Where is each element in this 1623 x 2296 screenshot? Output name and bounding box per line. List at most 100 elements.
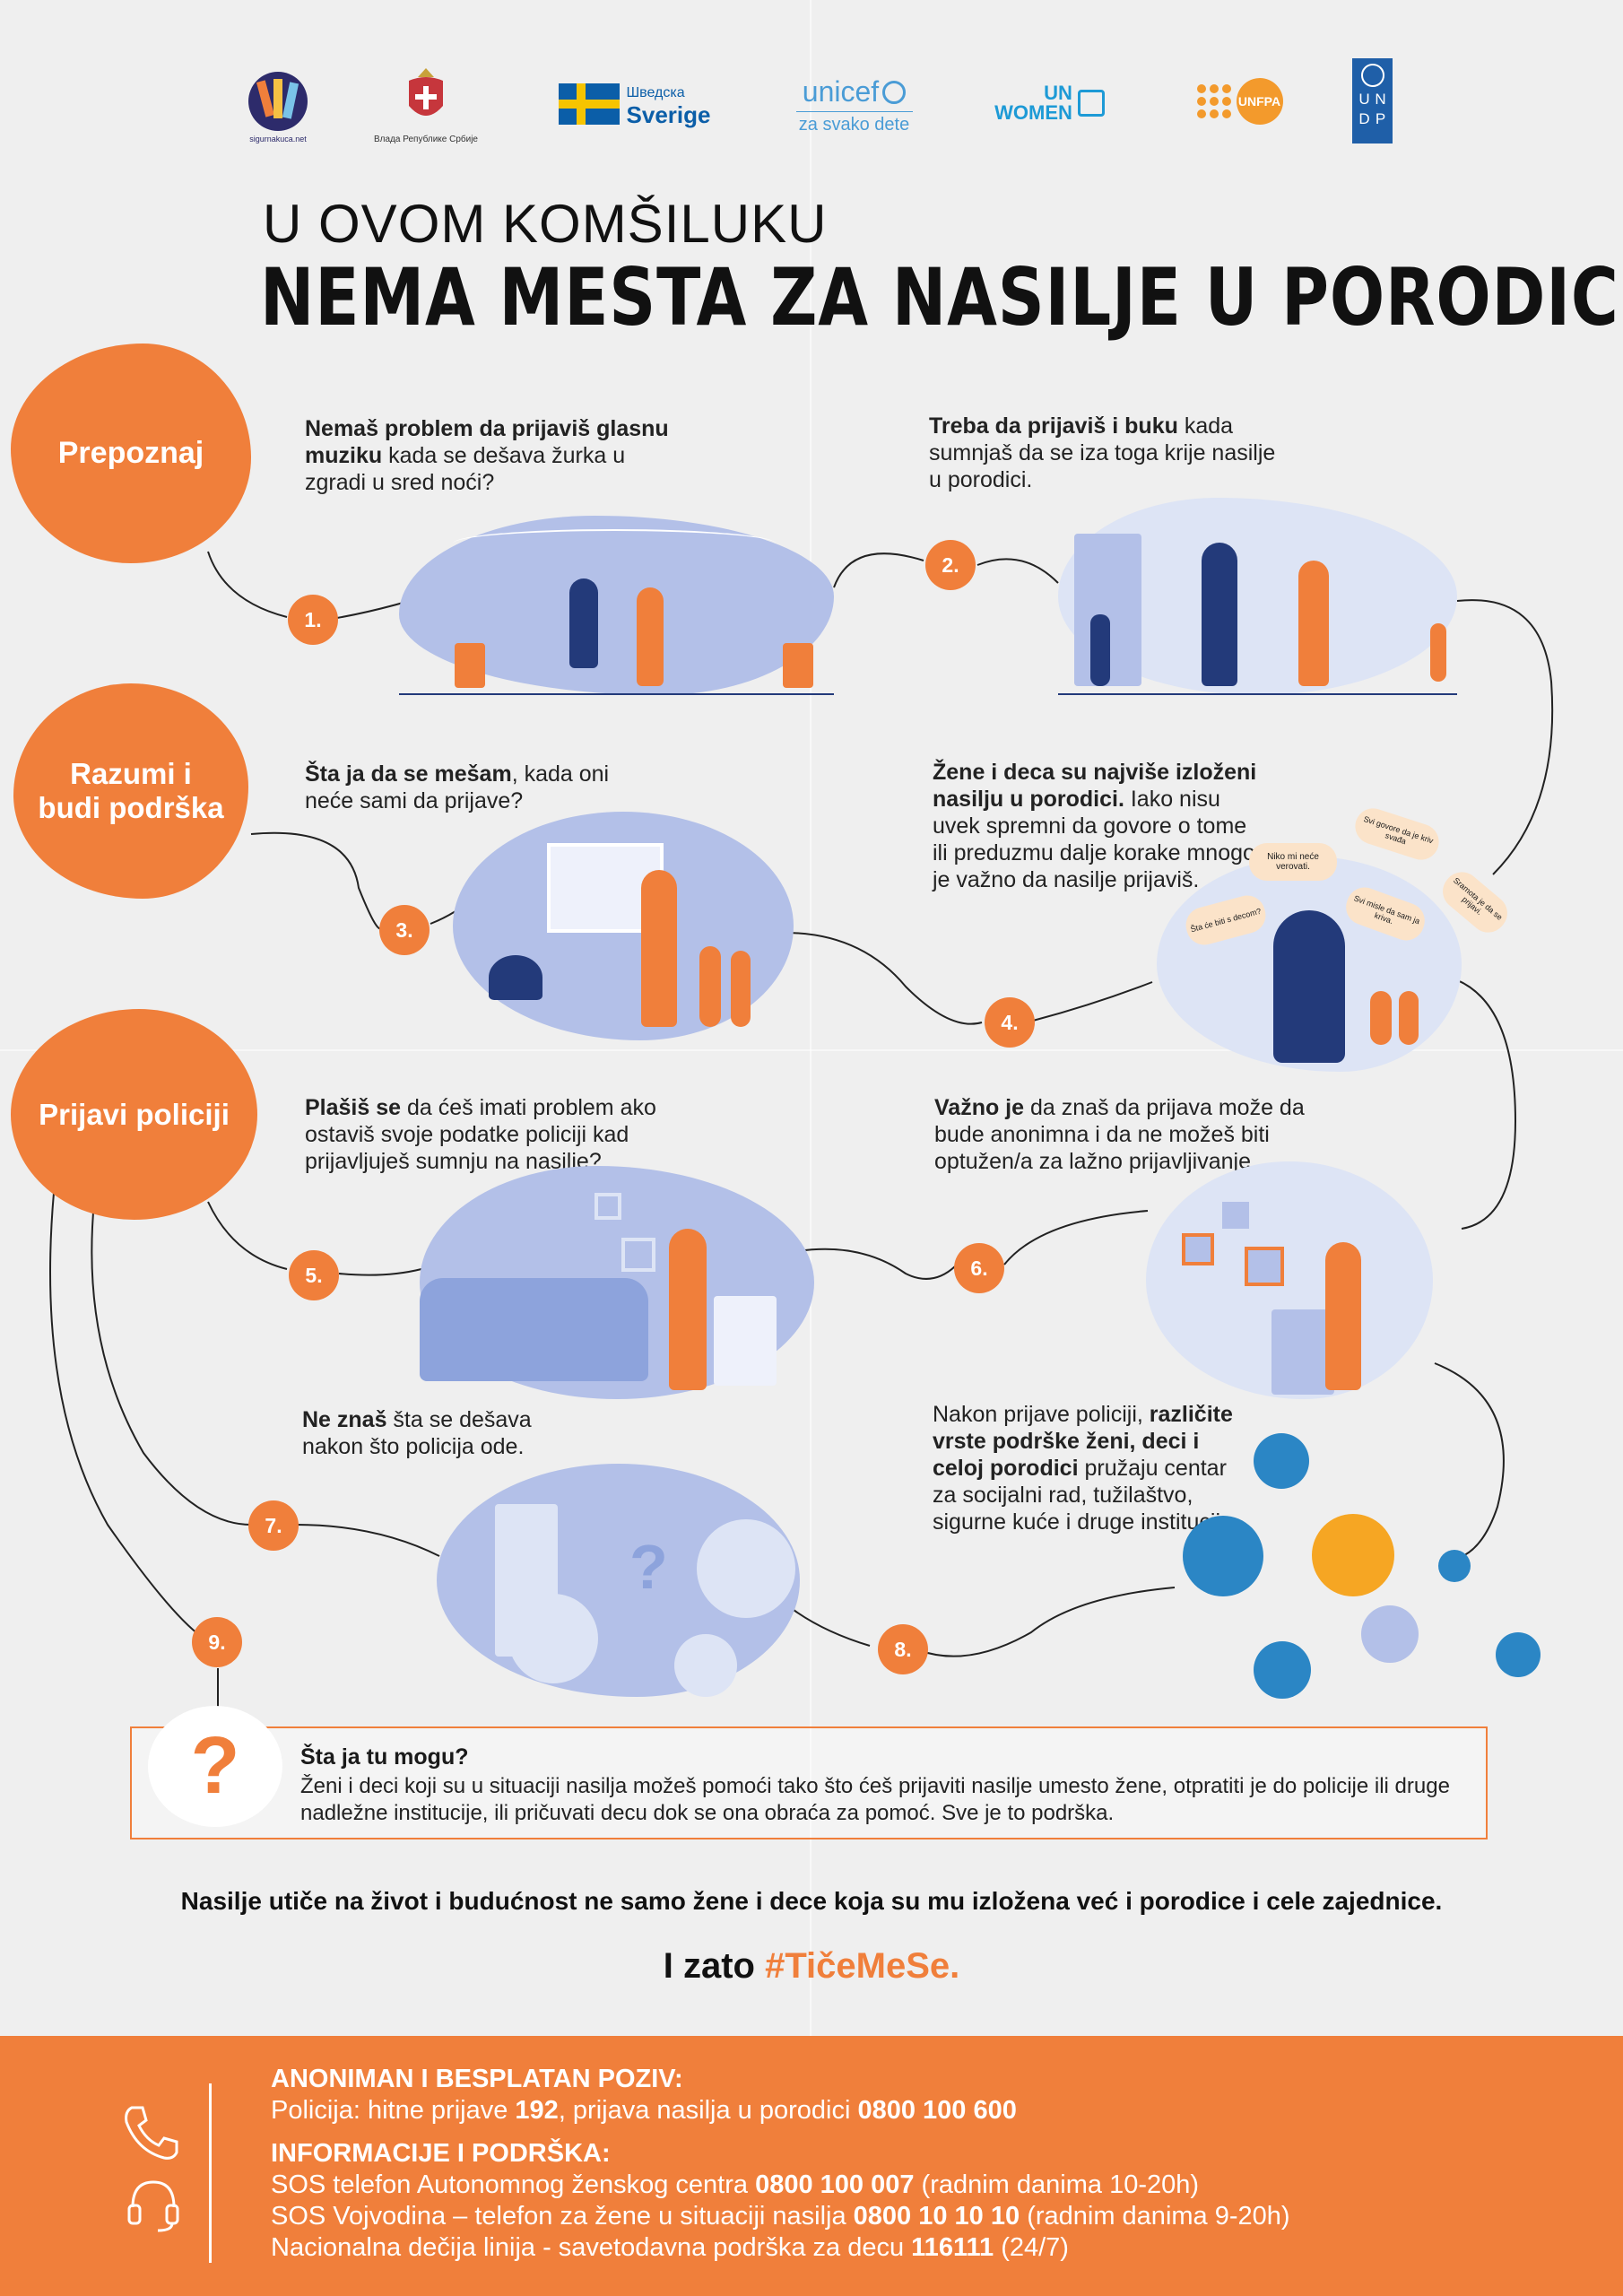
line-7-to-scene7 bbox=[295, 1524, 440, 1557]
step-3-rest: , kada oni neće sami da prijave? bbox=[305, 761, 610, 813]
page-title: NEMA MESTA ZA NASILJE U PORODICI bbox=[260, 251, 1623, 344]
statement-text: Nasilje utiče na život i budućnost ne sa… bbox=[180, 1887, 1443, 1915]
step-number-badge: 3. bbox=[379, 905, 430, 955]
step-1-rest: kada se dešava žurka u zgradi u sred noć… bbox=[305, 443, 626, 495]
step-5-text: Plašiš se da ćeš imati problem ako ostav… bbox=[305, 1094, 686, 1175]
picture-frame-icon bbox=[1222, 1202, 1249, 1229]
police-officer-avatar bbox=[508, 1594, 598, 1683]
section-report-label: Prijavi policiji bbox=[39, 1097, 230, 1131]
section-recognize-label: Prepoznaj bbox=[57, 436, 204, 470]
picture-frame-icon bbox=[1245, 1247, 1284, 1286]
police-emergency-number[interactable]: 192 bbox=[515, 2096, 559, 2125]
step-3-text: Šta ja da se mešam, kada oni neće sami d… bbox=[305, 761, 637, 814]
footer-sos2-post: (radnim danima 9-20h) bbox=[1020, 2202, 1290, 2231]
step-number-badge: 7. bbox=[248, 1500, 299, 1551]
family-avatar bbox=[1361, 1605, 1419, 1663]
child-helpline-number[interactable]: 116111 bbox=[911, 2233, 994, 2262]
step-7-bold: Ne znaš bbox=[302, 1407, 387, 1432]
child-figure bbox=[1090, 614, 1110, 686]
footer-heading-info: INFORMACIJE I PODRŠKA: bbox=[271, 2139, 611, 2168]
man-figure bbox=[1325, 1242, 1361, 1390]
child-figure bbox=[1399, 991, 1419, 1045]
speech-bubble: Niko mi neće verovati. bbox=[1249, 843, 1337, 881]
step-number: 3. bbox=[395, 918, 413, 942]
swedish-flag-icon bbox=[558, 83, 620, 125]
un-emblem-icon bbox=[1077, 90, 1105, 117]
woman-figure bbox=[1273, 910, 1345, 1063]
undp-logo: U N D P bbox=[1352, 58, 1393, 144]
paper-fold-horizontal bbox=[0, 1049, 1623, 1051]
speaker-icon bbox=[455, 643, 485, 688]
step-2-rest: kada sumnjaš da se iza toga krije nasilj… bbox=[929, 413, 1276, 492]
coat-of-arms-icon bbox=[409, 68, 443, 116]
step-number: 1. bbox=[304, 607, 322, 631]
step-number: 4. bbox=[1001, 1010, 1019, 1034]
hashtag-line: I zato #TičeMeSe. bbox=[0, 1946, 1623, 1987]
police-domestic-violence-number[interactable]: 0800 100 600 bbox=[857, 2096, 1017, 2125]
unfpa-dots-icon bbox=[1196, 83, 1231, 118]
child-figure bbox=[1370, 991, 1392, 1045]
cabinet-icon bbox=[714, 1296, 777, 1386]
step-number: 7. bbox=[265, 1513, 282, 1537]
question-mark: ? bbox=[190, 1721, 240, 1811]
office-avatar bbox=[1254, 1641, 1311, 1699]
step-5-bold: Plašiš se bbox=[305, 1095, 402, 1120]
sos-womens-center-number[interactable]: 0800 100 007 bbox=[755, 2170, 915, 2199]
illustration-phone-call bbox=[420, 1166, 814, 1399]
unwomen-text-un: UN bbox=[1044, 82, 1072, 104]
step-4-text: Žene i deca su najviše izloženi nasilju … bbox=[933, 759, 1260, 893]
hashtag: #TičeMeSe. bbox=[765, 1946, 960, 1986]
footer-child-post: (24/7) bbox=[994, 2233, 1069, 2262]
section-recognize: Prepoznaj bbox=[11, 344, 251, 563]
hashtag-prefix: I zato bbox=[663, 1946, 766, 1986]
unwomen-text-women: WOMEN bbox=[994, 101, 1072, 124]
line-support-to-3 bbox=[250, 831, 382, 930]
speaker-icon bbox=[783, 643, 813, 688]
line-scene5-to-6 bbox=[797, 1248, 956, 1280]
unicef-globe-icon bbox=[882, 80, 907, 104]
undp-letter-n: N bbox=[1375, 91, 1386, 108]
footer-sos2-line: SOS Vojvodina – telefon za žene u situac… bbox=[271, 2202, 1290, 2231]
footer-child-pre: Nacionalna dečija linija - savetodavna p… bbox=[271, 2233, 912, 2262]
footer-divider bbox=[209, 2083, 212, 2263]
hand-icon bbox=[248, 72, 308, 131]
phone-contact-icon bbox=[1438, 1550, 1471, 1582]
line-report-to-5 bbox=[207, 1201, 288, 1270]
phone-icon bbox=[125, 2106, 178, 2160]
unicef-text: unicef bbox=[802, 75, 880, 108]
section-support-label-line2: budi podrška bbox=[38, 791, 224, 824]
undp-letter-p: P bbox=[1375, 110, 1386, 127]
step-8-rest: pružaju centar za socijalni rad, tužilaš… bbox=[933, 1456, 1239, 1535]
man-figure bbox=[1202, 543, 1237, 686]
undp-letter-d: D bbox=[1358, 110, 1370, 127]
step-2-text: Treba da prijaviš i buku kada sumnjaš da… bbox=[929, 413, 1283, 493]
page-subtitle: U OVOM KOMŠILUKU bbox=[263, 194, 828, 254]
step-number: 5. bbox=[305, 1263, 323, 1287]
question-box bbox=[130, 1726, 1488, 1839]
line-scene7-to-8 bbox=[793, 1609, 871, 1647]
step-8-bold: različite vrste podrške ženi, deci i cel… bbox=[933, 1402, 1233, 1481]
child-figure bbox=[731, 951, 751, 1027]
step-4-bold: Žene i deca su najviše izloženi nasilju … bbox=[933, 760, 1257, 812]
sofa-icon bbox=[420, 1278, 648, 1381]
step-4-rest: Iako nisu uvek spremni da govore o tome … bbox=[933, 787, 1255, 892]
illustration-argument bbox=[1058, 498, 1457, 695]
line-8-to-scene8 bbox=[918, 1587, 1176, 1657]
illustration-party bbox=[399, 516, 834, 695]
sos-vojvodina-number[interactable]: 0800 10 10 10 bbox=[853, 2202, 1020, 2231]
line-5-to-scene5 bbox=[338, 1268, 422, 1276]
picture-frame-icon bbox=[595, 1193, 621, 1220]
question-mark-icon: ? bbox=[148, 1706, 282, 1827]
footer-child-line: Nacionalna dečija linija - savetodavna p… bbox=[271, 2233, 1069, 2263]
line-report-to-7 bbox=[91, 1201, 252, 1526]
sweden-text-top: Шведска bbox=[626, 84, 685, 100]
section-report: Prijavi policiji bbox=[11, 1009, 257, 1220]
speech-bubble-text: Šta će biti s decom? bbox=[1189, 906, 1263, 935]
step-number: 9. bbox=[208, 1630, 226, 1654]
woman-figure bbox=[641, 870, 677, 1027]
picture-frame-icon bbox=[1182, 1233, 1214, 1265]
cabinet-icon bbox=[1271, 1309, 1334, 1395]
step-number-badge: 6. bbox=[954, 1243, 1004, 1293]
question-box-body: Ženi i deci koji su u situaciji nasilja … bbox=[300, 1774, 1450, 1825]
